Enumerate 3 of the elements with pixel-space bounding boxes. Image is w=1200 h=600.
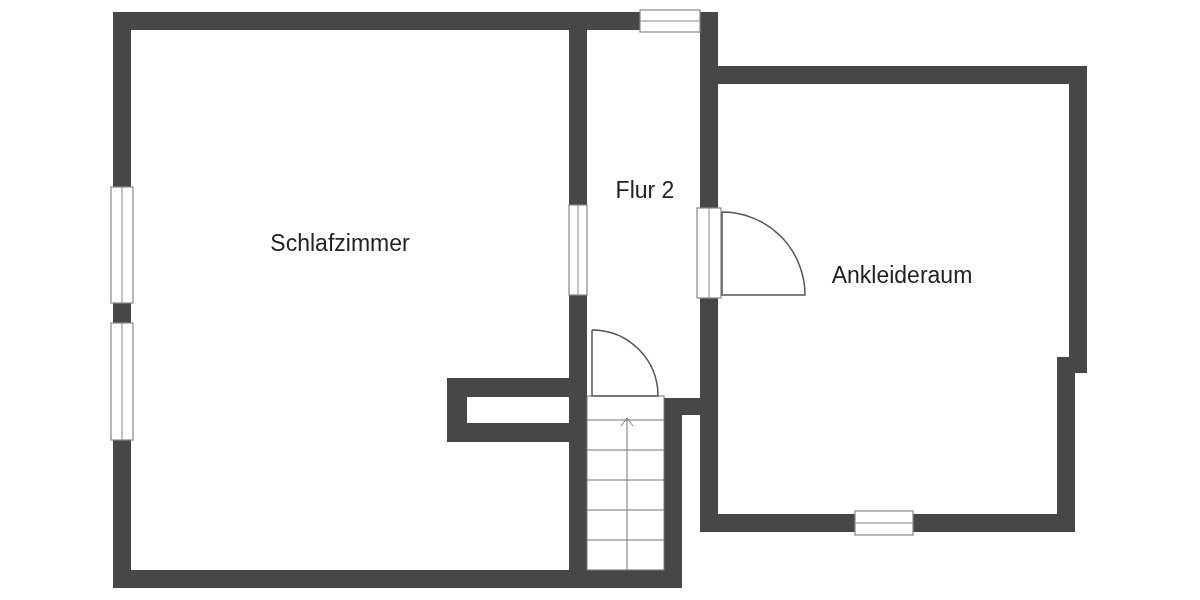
room-label: Schlafzimmer	[270, 229, 410, 257]
room-label: Ankleideraum	[831, 261, 973, 289]
room-label: Flur 2	[615, 176, 675, 204]
